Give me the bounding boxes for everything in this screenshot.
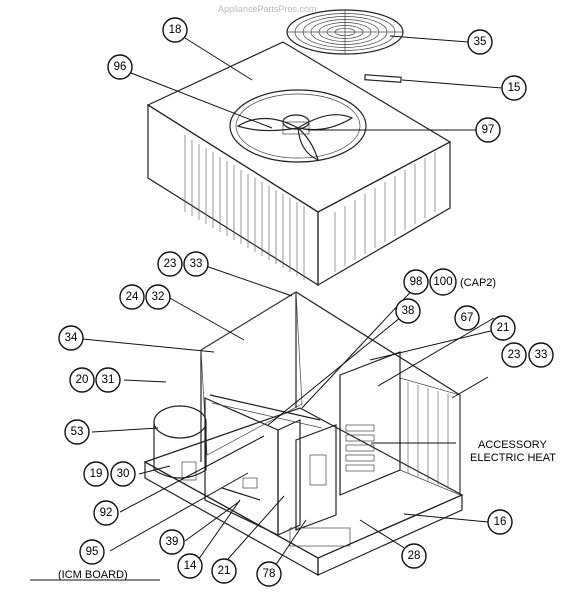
callout-15-text: 15 <box>508 82 521 94</box>
heater-mount-panel <box>339 351 401 496</box>
callout-53-text: 53 <box>71 426 84 438</box>
fan-blade-left <box>236 117 300 132</box>
callout-31: 31 <box>95 367 121 393</box>
callout-33-right-text: 33 <box>535 349 548 361</box>
callout-78-text: 78 <box>263 568 276 580</box>
callout-100-text: 100 <box>433 276 452 288</box>
watermark-text: AppliancePartsPros.com <box>218 4 317 14</box>
coil-tube <box>209 394 321 421</box>
callout-100: 100 <box>429 268 457 296</box>
callout-23-right-text: 23 <box>508 349 521 361</box>
callout-21-lower-text: 21 <box>218 565 231 577</box>
callout-95: 95 <box>79 539 105 565</box>
callout-96-text: 96 <box>114 61 127 73</box>
callout-28-text: 28 <box>408 550 421 562</box>
callout-34-text: 34 <box>65 332 78 344</box>
callout-20: 20 <box>69 367 95 393</box>
callout-35-text: 35 <box>474 36 487 48</box>
callout-97: 97 <box>475 117 501 143</box>
control-box <box>295 424 337 531</box>
callout-98-text: 98 <box>410 276 423 288</box>
callout-16: 16 <box>487 509 513 535</box>
outdoor-unit-base-chassis <box>143 291 464 577</box>
callout-34: 34 <box>58 325 84 351</box>
callout-78: 78 <box>256 561 282 587</box>
callout-35: 35 <box>467 29 493 55</box>
compressor-top <box>153 405 207 439</box>
callout-23-top: 23 <box>157 251 183 277</box>
callout-33-top: 33 <box>183 251 209 277</box>
callout-18-text: 18 <box>169 24 182 36</box>
compressor-terminal-box <box>181 461 197 481</box>
callout-30-text: 30 <box>117 468 130 480</box>
callout-95-text: 95 <box>86 546 99 558</box>
accessory-label-line2: ELECTRIC HEAT <box>470 452 556 464</box>
leader-lines <box>72 35 504 573</box>
callout-96: 96 <box>107 54 133 80</box>
callout-18: 18 <box>162 17 188 43</box>
callout-23-top-text: 23 <box>164 258 177 270</box>
callout-39: 39 <box>159 529 185 555</box>
callout-15: 15 <box>501 75 527 101</box>
callout-28: 28 <box>401 543 427 569</box>
callout-19: 19 <box>83 461 109 487</box>
callout-92-text: 92 <box>100 507 113 519</box>
callout-19-text: 19 <box>90 468 103 480</box>
cap2-label: (CAP2) <box>460 277 496 289</box>
callout-98: 98 <box>403 269 429 295</box>
board-bracket <box>221 487 261 501</box>
callout-92: 92 <box>93 500 119 526</box>
callout-24-text: 24 <box>126 291 139 303</box>
callout-21-lower: 21 <box>211 558 237 584</box>
callout-38-text: 38 <box>402 305 415 317</box>
callout-30: 30 <box>110 461 136 487</box>
contactor <box>309 454 327 486</box>
icm-board-label: (ICM BOARD) <box>58 569 128 581</box>
outdoor-unit-top-cabinet <box>146 41 452 287</box>
callout-14: 14 <box>177 553 203 579</box>
fan-blade-bottom <box>297 126 319 162</box>
callout-67: 67 <box>454 305 480 331</box>
blower-housing <box>289 527 351 547</box>
callout-23-right: 23 <box>501 342 527 368</box>
callout-24: 24 <box>119 284 145 310</box>
callout-21-upper-text: 21 <box>497 322 510 334</box>
callout-31-text: 31 <box>102 374 115 386</box>
callout-16-text: 16 <box>494 516 507 528</box>
accessory-label-line1: ACCESSORY <box>478 439 548 451</box>
callout-38: 38 <box>395 298 421 324</box>
fan-guard-grille <box>286 9 404 55</box>
callout-67-text: 67 <box>461 312 474 324</box>
callout-32: 32 <box>145 284 171 310</box>
callout-21-upper: 21 <box>490 315 516 341</box>
callout-20-text: 20 <box>76 374 89 386</box>
callout-53: 53 <box>64 419 90 445</box>
callout-32-text: 32 <box>152 291 165 303</box>
fan-motor-shaft-part <box>364 74 402 83</box>
callout-33-top-text: 33 <box>190 258 203 270</box>
callout-39-text: 39 <box>166 536 179 548</box>
callout-97-text: 97 <box>482 124 495 136</box>
callout-14-text: 14 <box>184 560 197 572</box>
callout-33-right: 33 <box>528 342 554 368</box>
